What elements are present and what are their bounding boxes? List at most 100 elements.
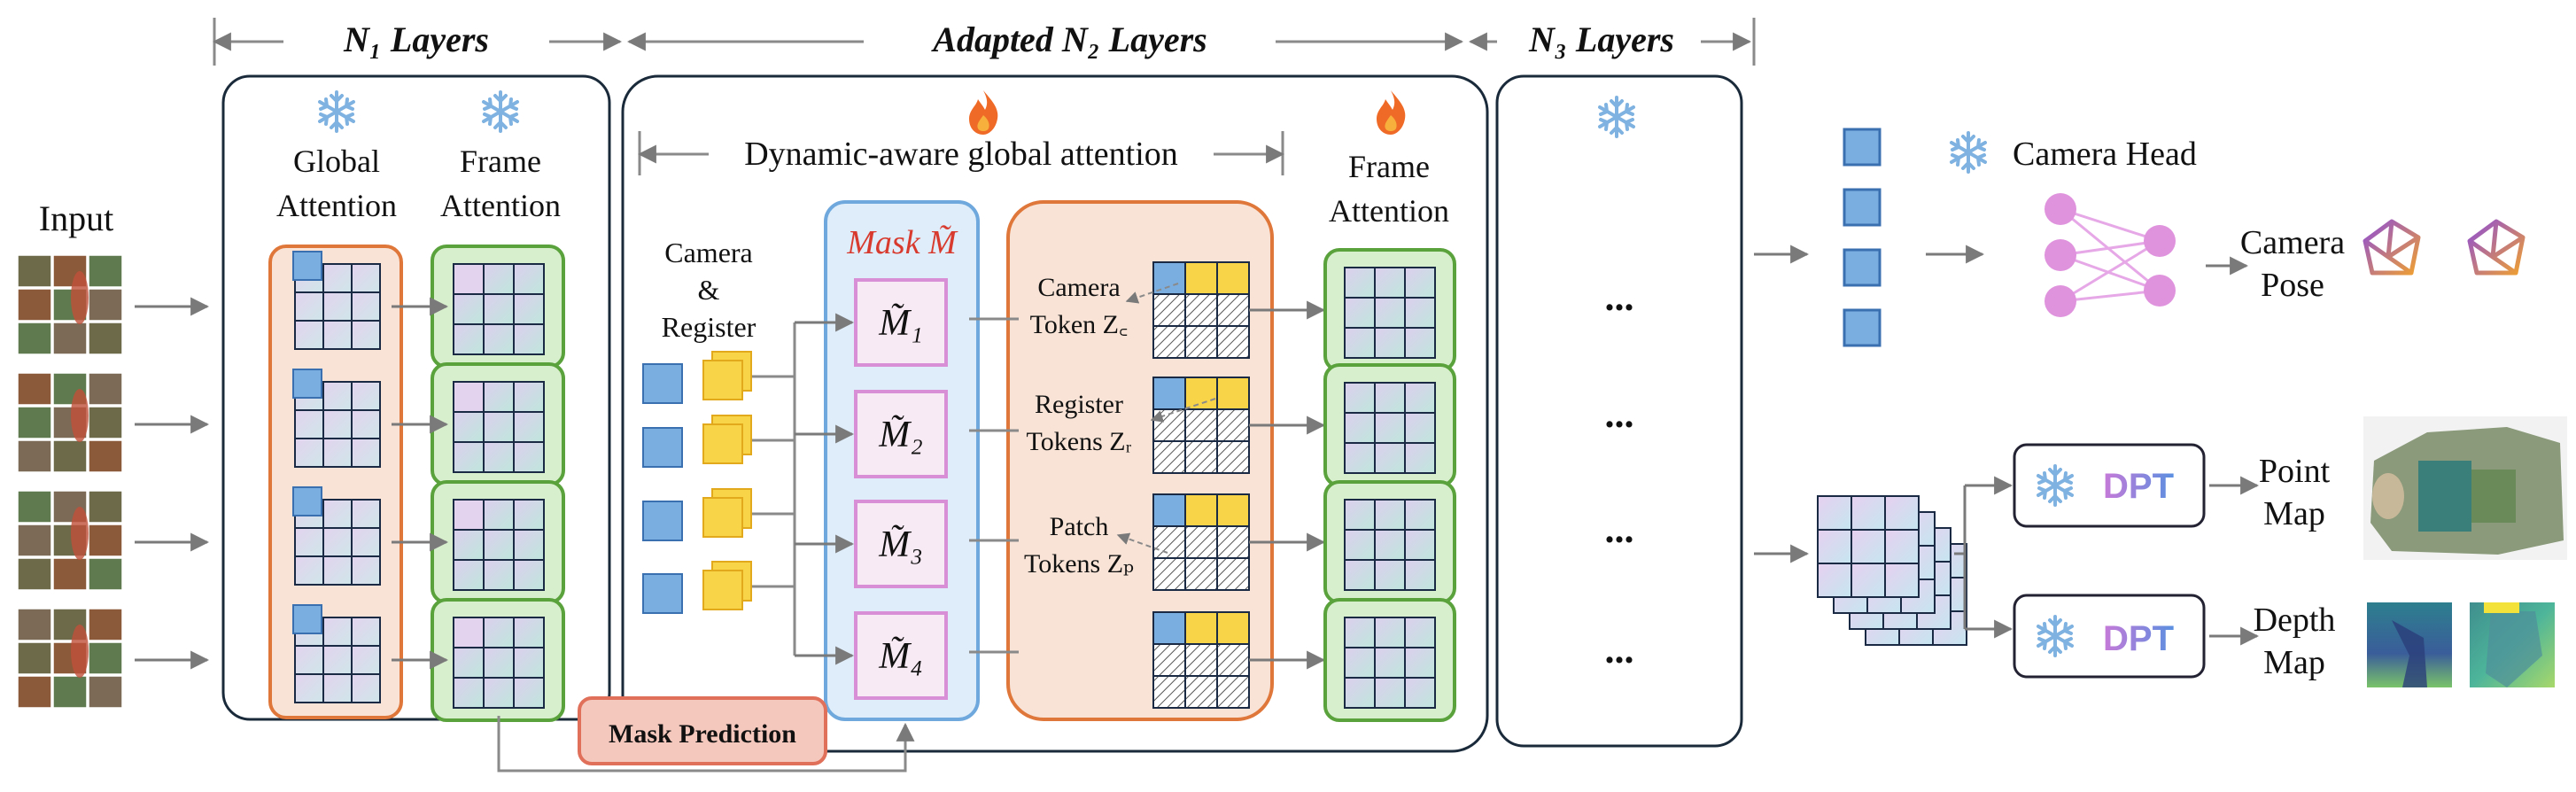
grid-cell	[351, 320, 381, 350]
patch-token	[1216, 525, 1250, 559]
dashed-arrow	[1125, 283, 1179, 304]
grid-cell	[322, 527, 353, 557]
grid-cell	[351, 499, 381, 529]
patch-token	[1152, 325, 1186, 359]
patch-token	[1152, 440, 1186, 474]
token-label: Tokens Zₚ	[1024, 549, 1134, 578]
input-thumbnail	[88, 641, 123, 675]
camera-token	[1152, 493, 1186, 527]
dynamic-attention-label: Dynamic-aware global attention	[744, 136, 1178, 173]
grid-cell	[513, 381, 545, 413]
grid-cell	[453, 559, 485, 591]
input-thumbnail	[88, 372, 123, 406]
person-figure	[71, 389, 89, 442]
patch-token	[1152, 293, 1186, 327]
patch-token	[1184, 525, 1218, 559]
point-map-image	[2363, 416, 2567, 560]
depth-map-label-2: Map	[2263, 644, 2325, 681]
input-thumbnail	[17, 288, 52, 322]
point-cloud-detail	[2372, 473, 2404, 519]
grid-cell	[351, 438, 381, 468]
depth-highlight	[2484, 602, 2519, 613]
grid-cell	[1404, 677, 1436, 709]
grid-cell	[1374, 412, 1406, 444]
camera-token	[292, 604, 322, 634]
camera-token	[1843, 128, 1882, 167]
grid-cell	[483, 441, 515, 473]
grid-cell	[513, 677, 545, 709]
camera-head-label: Camera Head	[2013, 136, 2197, 173]
grid-cell	[1404, 529, 1436, 561]
camera-token	[1152, 377, 1186, 410]
patch-token	[1216, 325, 1250, 359]
depth-map-label-1: Depth	[2254, 602, 2336, 639]
input-frame-strip	[17, 254, 123, 355]
grid-cell	[1404, 412, 1436, 444]
camera-pose-icon	[2363, 219, 2421, 276]
patch-token	[1184, 675, 1218, 709]
mask-matrix-box	[854, 500, 948, 588]
grid-cell	[513, 529, 545, 561]
register-token	[1216, 493, 1250, 527]
grid-cell	[1851, 495, 1886, 531]
global-attention-label-1: Global	[293, 144, 380, 179]
camera-token	[292, 486, 322, 516]
point-map-label-1: Point	[2259, 453, 2331, 490]
input-thumbnail	[17, 557, 52, 591]
grid-cell	[1374, 617, 1406, 648]
camera-token	[642, 573, 683, 614]
grid-cell	[1374, 499, 1406, 531]
grid-cell	[483, 381, 515, 413]
dpt-head-box	[2013, 443, 2206, 528]
grid-cell	[1344, 442, 1376, 474]
grid-cell	[1404, 617, 1436, 648]
grid-cell	[1374, 559, 1406, 591]
input-thumbnail	[88, 254, 123, 288]
register-token	[1216, 611, 1250, 645]
grid-cell	[322, 617, 353, 647]
dashed-arrow	[1150, 398, 1216, 423]
patch-token	[1216, 293, 1250, 327]
grid-cell	[1374, 677, 1406, 709]
grid-cell	[1344, 267, 1376, 299]
input-thumbnail	[17, 439, 52, 473]
token-label: Register	[1035, 390, 1123, 419]
grid-cell	[1374, 327, 1406, 359]
n2-frame-attention-label-2: Attention	[1329, 193, 1449, 229]
register-token	[702, 423, 743, 464]
mask-prediction-box	[578, 696, 827, 765]
patch-token	[1184, 408, 1218, 442]
input-frame-strip	[17, 490, 123, 591]
camera-token	[642, 427, 683, 468]
grid-cell	[1374, 442, 1406, 474]
grid-cell	[1344, 647, 1376, 679]
mask-matrix-box	[854, 390, 948, 478]
grid-cell	[453, 411, 485, 443]
grid-cell	[513, 499, 545, 531]
input-thumbnail	[88, 524, 123, 557]
token-label: Camera	[1037, 273, 1120, 302]
grid-cell	[1817, 563, 1852, 598]
grid-cell	[322, 673, 353, 703]
grid-cell	[1374, 267, 1406, 299]
patch-token	[1152, 525, 1186, 559]
patch-token	[1216, 557, 1250, 591]
register-token	[702, 360, 743, 400]
input-label: Input	[39, 198, 113, 238]
input-frame-strip	[17, 372, 123, 473]
register-token	[1216, 261, 1250, 295]
grid-cell	[483, 617, 515, 648]
grid-cell	[351, 263, 381, 293]
input-thumbnail	[17, 524, 52, 557]
camera-token	[1152, 261, 1186, 295]
grid-cell	[294, 409, 324, 439]
n3-ellipses: ............	[1605, 276, 1634, 672]
camera-token-cell	[453, 263, 485, 295]
grid-cell	[1374, 297, 1406, 329]
grid-cell	[1344, 499, 1376, 531]
camera-token-cell	[453, 499, 485, 531]
grid-cell	[1344, 412, 1376, 444]
prediction-heads	[1754, 128, 2567, 687]
grid-cell	[1344, 677, 1376, 709]
mask-matrix-box	[854, 278, 948, 367]
